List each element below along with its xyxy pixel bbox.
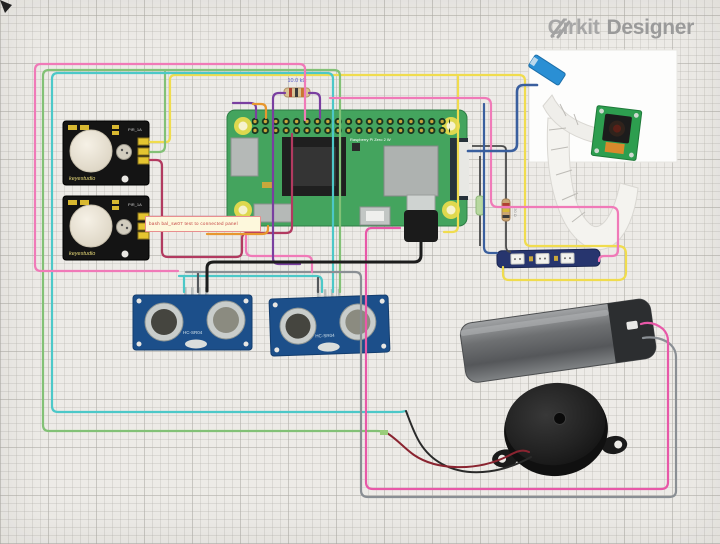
raspberry-pi-zero[interactable]: Raspberry Pi Zero 2 W	[226, 109, 469, 242]
wire-cyan-main-loop[interactable]	[50, 71, 407, 414]
wire-pink-left-loop[interactable]	[33, 62, 307, 273]
pi-silk-label: Raspberry Pi Zero 2 W	[350, 137, 391, 142]
camera-module[interactable]	[528, 49, 678, 250]
pir2-brand-label: keyestudio	[69, 251, 95, 257]
pir-sensor-1[interactable]: PIR_1A keyestudio	[62, 120, 150, 186]
pir-dome-lens	[69, 129, 113, 173]
wire-crimson-pir-loop[interactable]	[148, 132, 294, 259]
wire-yellow-pir1-loop[interactable]	[148, 73, 628, 282]
wire-junction	[380, 430, 388, 435]
camera-ribbon-cable	[546, 117, 639, 250]
battery-cap	[607, 299, 656, 363]
pen-nib-icon	[550, 18, 571, 39]
wire-navy-camera[interactable]	[466, 83, 539, 153]
led-component-green[interactable]	[475, 156, 485, 246]
brand-logo: Cirkit Designer	[548, 16, 695, 40]
wire-purple-resistor-left[interactable]	[271, 91, 302, 266]
camera-flex-tab	[604, 141, 625, 155]
pir1-brand-label: keyestudio	[69, 176, 95, 182]
wire-orange-sensor[interactable]	[205, 224, 270, 236]
wire-buzzer-red[interactable]	[386, 432, 530, 469]
piezo-buzzer[interactable]	[484, 375, 630, 484]
wire-usb-cable[interactable]	[205, 238, 423, 293]
pir2-silk-label: PIR_1A	[128, 202, 142, 207]
wire-magenta-battery-loop[interactable]	[364, 226, 670, 491]
buzzer-sound-hole	[553, 411, 567, 425]
wire-green-main-loop[interactable]	[41, 68, 389, 436]
wire-navy-led-left[interactable]	[482, 102, 499, 255]
battery-port	[626, 320, 638, 330]
crystal-oscillator	[185, 339, 207, 349]
resistor-330-label: 330 Ω	[513, 206, 518, 217]
pir-sensor-2[interactable]: PIR_1A keyestudio	[62, 195, 150, 261]
resistor-330[interactable]: 330 Ω	[472, 145, 518, 253]
wire-purple-resistor-right[interactable]	[307, 91, 322, 120]
ultrasonic-sensor-1[interactable]: HC-SR04	[132, 287, 253, 351]
wire-yellow-pi-right[interactable]	[442, 75, 460, 234]
resistor-10k-label: 10.0 kΩ	[287, 78, 306, 84]
wire-green-pir1[interactable]	[148, 70, 167, 154]
ultrasonic2-silk-label: HC-SR04	[315, 333, 335, 339]
wire-teal-sensor-bus[interactable]	[177, 274, 324, 294]
led-chip	[510, 252, 575, 265]
cursor-arrow	[0, 0, 12, 13]
wire-gray-battery-loop[interactable]	[184, 270, 678, 499]
wire-note-text: bash bal_sw07 test to connected panel	[149, 221, 238, 226]
camera-pcb	[590, 105, 643, 161]
pir1-pin	[137, 137, 150, 146]
sd-card-slot	[230, 137, 259, 177]
led-strip[interactable]	[496, 248, 601, 269]
wire-buzzer-black[interactable]	[405, 410, 532, 474]
ultrasonic1-silk-label: HC-SR04	[183, 330, 203, 335]
wire-orange-gpio[interactable]	[251, 102, 268, 120]
pir1-silk-label: PIR_1A	[128, 127, 142, 132]
pir-dome-lens	[69, 204, 113, 248]
ultrasonic-sensor-2[interactable]: HC-SR04	[268, 287, 391, 357]
gpio-header	[252, 116, 450, 134]
wire-pink-led-data[interactable]	[328, 96, 620, 263]
wire-note-tooltip[interactable]: bash bal_sw07 test to connected panel	[145, 216, 261, 232]
usb-plug[interactable]	[404, 194, 438, 242]
wireless-module	[383, 145, 439, 197]
battery-pack[interactable]	[459, 298, 657, 384]
brand-name-secondary: Designer	[606, 16, 695, 39]
